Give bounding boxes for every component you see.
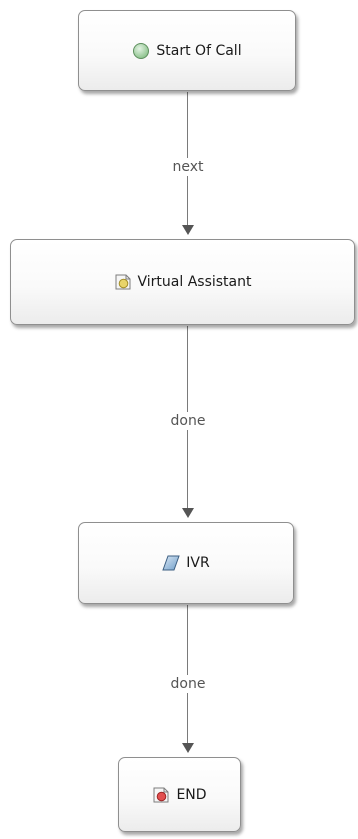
blue-parallelogram-icon xyxy=(162,554,180,572)
node-label: END xyxy=(176,786,207,803)
red-document-icon xyxy=(152,786,170,804)
edge-label-done-va-ivr: done xyxy=(138,412,238,430)
connector-ivr-to-end xyxy=(187,605,188,744)
node-ivr[interactable]: IVR xyxy=(78,522,294,604)
edge-label-next: next xyxy=(138,158,238,176)
node-virtual-assistant[interactable]: Virtual Assistant xyxy=(10,239,355,325)
node-label: Virtual Assistant xyxy=(137,274,252,290)
arrowhead-ivr-to-end xyxy=(182,743,194,753)
node-label: Start Of Call xyxy=(156,42,242,59)
yellow-document-icon xyxy=(114,273,132,291)
node-label: IVR xyxy=(186,555,210,571)
arrowhead-va-to-ivr xyxy=(182,508,194,518)
node-end[interactable]: END xyxy=(118,757,241,832)
edge-label-done-ivr-end: done xyxy=(138,675,238,693)
green-circle-icon xyxy=(132,42,150,60)
arrowhead-start-to-va xyxy=(182,225,194,235)
node-start-of-call[interactable]: Start Of Call xyxy=(78,10,296,91)
